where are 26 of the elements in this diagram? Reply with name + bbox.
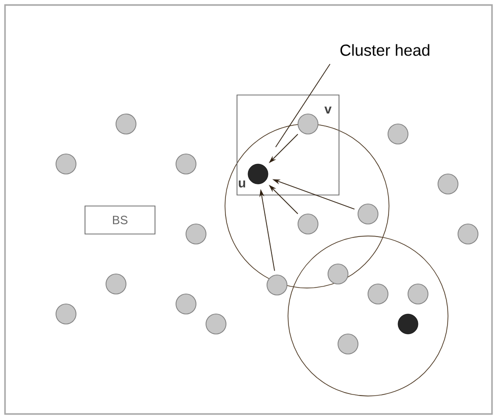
- sensor-node: [458, 224, 478, 244]
- sensor-node: [116, 114, 136, 134]
- sensor-node: [206, 314, 226, 334]
- sensor-node: [388, 124, 408, 144]
- sensor-node: [106, 274, 126, 294]
- sensor-node: [338, 334, 358, 354]
- sensor-node: [438, 174, 458, 194]
- cluster-head-node: [248, 164, 268, 184]
- sensor-node: [328, 264, 348, 284]
- sensor-node: [408, 284, 428, 304]
- sensor-node: [298, 114, 318, 134]
- sensor-node: [176, 294, 196, 314]
- sensor-node: [56, 304, 76, 324]
- sensor-node: [176, 154, 196, 174]
- sensor-node: [266, 274, 288, 296]
- sensor-node: [56, 154, 76, 174]
- sensor-node: [358, 204, 378, 224]
- callout-text: Cluster head: [340, 44, 430, 56]
- base-station-box: BS: [84, 206, 156, 234]
- node-letter: u: [238, 180, 246, 188]
- sensor-node: [368, 284, 388, 304]
- sensor-node: [298, 214, 318, 234]
- node-letter: v: [324, 106, 332, 114]
- sensor-node: [186, 224, 206, 244]
- cluster-head-node: [398, 314, 418, 334]
- leader-line: [275, 64, 330, 148]
